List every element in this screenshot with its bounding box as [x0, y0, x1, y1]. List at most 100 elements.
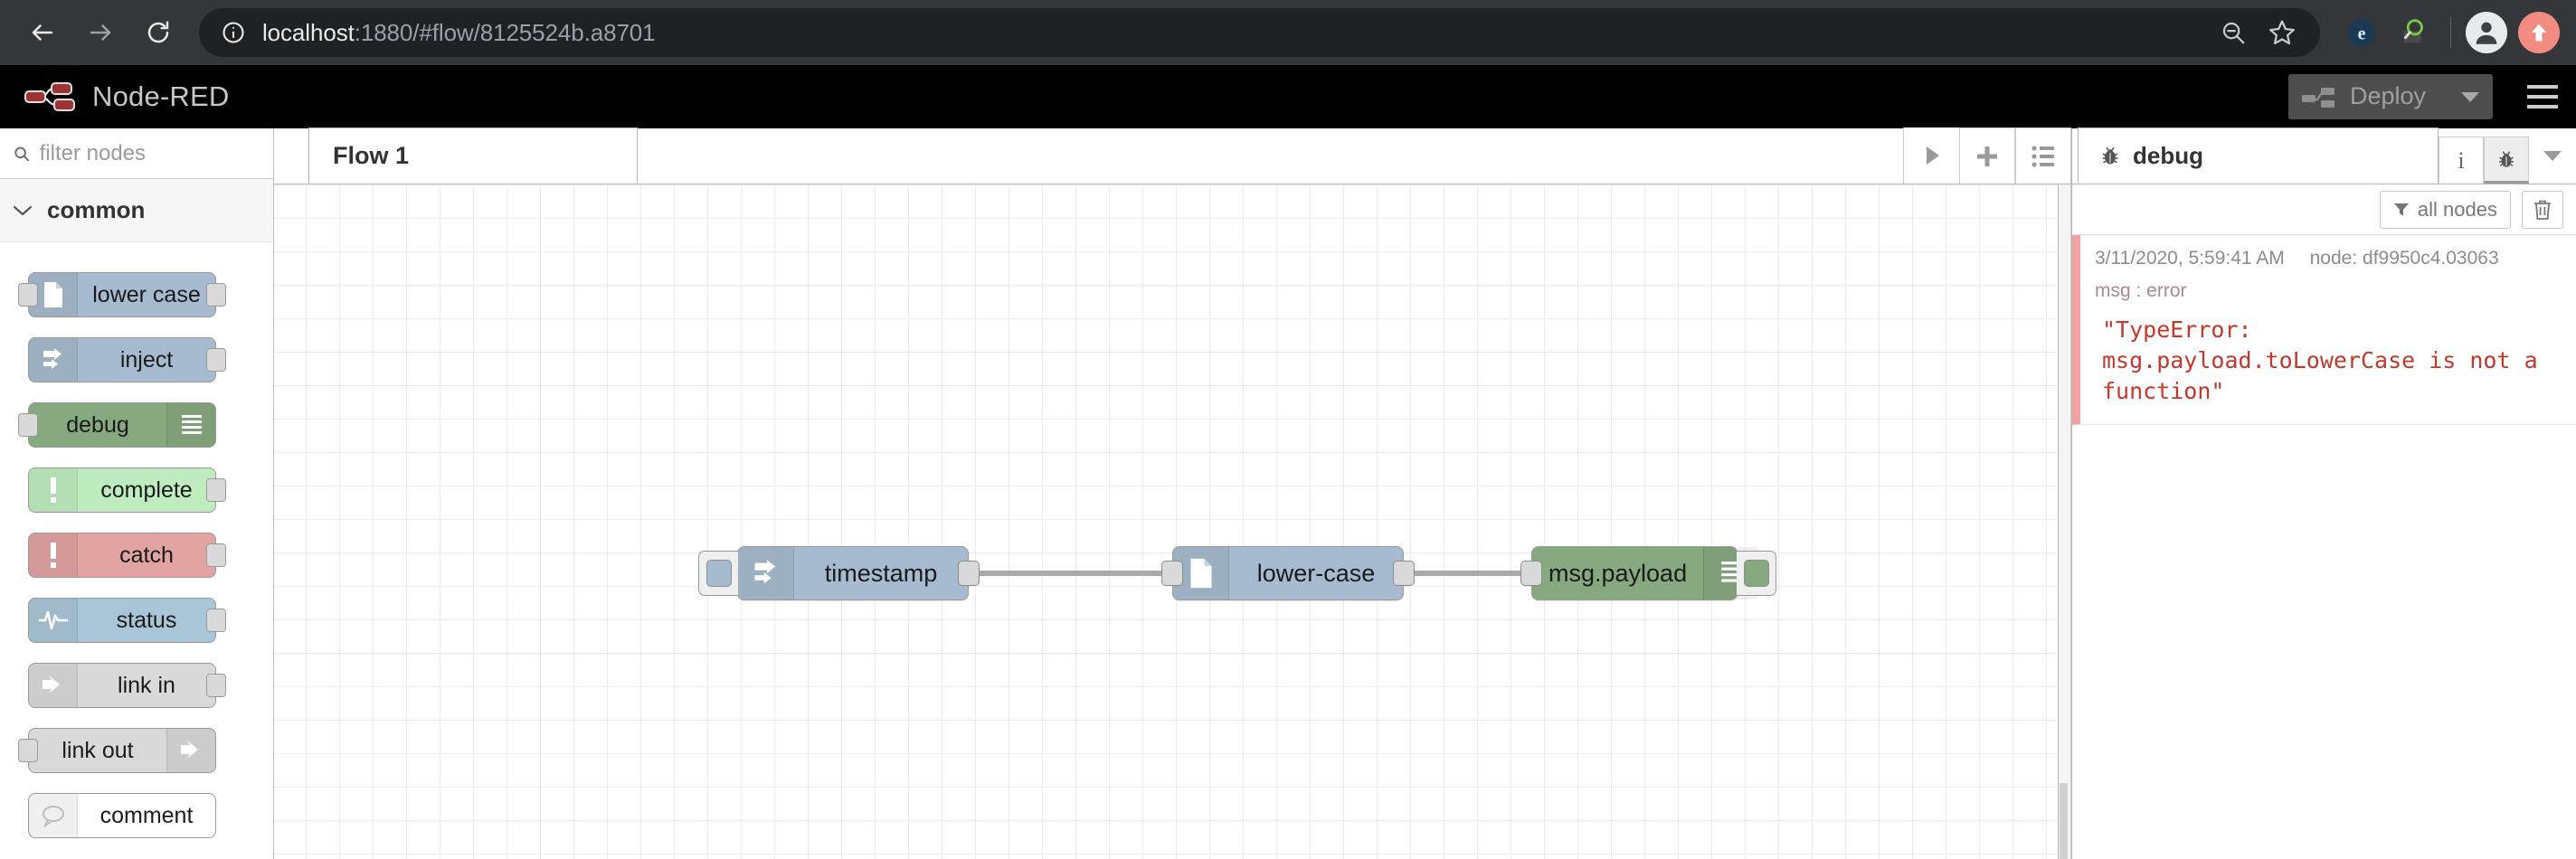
flow-node-label: msg.payload — [1548, 559, 1688, 587]
deploy-label: Deploy — [2349, 82, 2426, 109]
waveform-icon — [29, 599, 78, 642]
palette-item-label: inject — [119, 346, 174, 373]
inject-arrow-icon — [29, 338, 78, 382]
star-bookmark-icon — [2269, 20, 2295, 45]
app-brand[interactable]: Node-RED — [24, 80, 229, 114]
wire-inject-to-lowercase[interactable] — [969, 571, 1172, 576]
sidebar-tabbar: debug i — [2072, 127, 2576, 184]
input-port[interactable] — [1161, 561, 1183, 586]
debug-lines-icon — [166, 403, 215, 447]
node-palette: common lower case — [0, 128, 274, 859]
back-arrow-icon — [32, 24, 53, 41]
forward-button[interactable] — [74, 6, 127, 59]
omnibox-actions — [2210, 9, 2306, 56]
debug-tab-button[interactable] — [2484, 137, 2529, 184]
canvas-scrollbar-thumb[interactable] — [2060, 783, 2068, 859]
sidebar-more-button[interactable] — [2529, 127, 2576, 184]
debug-clear-button[interactable] — [2522, 190, 2563, 229]
palette-item-debug[interactable]: debug — [0, 392, 273, 458]
debug-toggle-button[interactable] — [1737, 551, 1776, 596]
output-port[interactable] — [206, 478, 226, 502]
url-text: localhost:1880/#flow/8125524b.a8701 — [253, 19, 656, 47]
flow-tab-actions — [1903, 127, 2071, 184]
sidebar-tab-debug[interactable]: debug — [2078, 127, 2439, 184]
input-port[interactable] — [18, 739, 38, 762]
output-port[interactable] — [206, 609, 226, 632]
palette-item-status[interactable]: status — [0, 588, 273, 653]
deploy-button[interactable]: Deploy — [2287, 73, 2493, 119]
search-icon — [14, 146, 30, 161]
address-bar[interactable]: localhost:1880/#flow/8125524b.a8701 — [199, 8, 2320, 57]
exclamation-icon — [29, 468, 78, 512]
flow-node-lower-case[interactable]: lower-case — [1161, 546, 1415, 600]
palette-item-link-out[interactable]: link out — [0, 718, 273, 783]
page-info-button[interactable] — [213, 13, 253, 52]
flow-editor: Flow 1 — [274, 127, 2071, 859]
info-tab-button[interactable]: i — [2439, 137, 2484, 184]
output-port[interactable] — [206, 283, 226, 307]
flow-node-inject[interactable]: timestamp — [698, 546, 980, 600]
hamburger-menu-icon — [2527, 94, 2558, 99]
debug-message[interactable]: 3/11/2020, 5:59:41 AM node: df9950c4.030… — [2072, 235, 2576, 426]
profile-button[interactable] — [2466, 12, 2507, 53]
flow-tabbar: Flow 1 — [274, 127, 2071, 184]
palette-item-link-in[interactable]: link in — [0, 653, 273, 718]
back-button[interactable] — [16, 6, 69, 59]
next-tab-button[interactable] — [1903, 127, 1959, 184]
palette-item-label: comment — [99, 802, 194, 828]
palette-item-label: debug — [66, 411, 129, 438]
update-button[interactable] — [2518, 12, 2560, 53]
page-info-icon — [223, 22, 244, 43]
list-flows-button[interactable] — [2015, 127, 2071, 184]
page-search-extension-button[interactable] — [2389, 9, 2436, 56]
debug-sidebar: debug i — [2071, 127, 2576, 859]
flow-node-debug[interactable]: msg.payload — [1520, 546, 1776, 600]
inject-trigger-button[interactable] — [698, 551, 738, 596]
palette-node-list: lower case inject — [0, 242, 273, 859]
trash-icon — [2534, 200, 2551, 220]
app-header: Node-RED Deploy — [0, 65, 2576, 128]
flow-canvas[interactable]: timestamp lower-case msg.payload — [274, 184, 2071, 859]
wire-lowercase-to-debug[interactable] — [1404, 571, 1531, 576]
palette-category-common[interactable]: common — [0, 179, 273, 242]
debug-filter-button[interactable]: all nodes — [2379, 190, 2511, 229]
output-port[interactable] — [206, 543, 226, 567]
link-arrow-icon — [29, 664, 78, 707]
debug-message-list: 3/11/2020, 5:59:41 AM node: df9950c4.030… — [2072, 235, 2576, 859]
input-port[interactable] — [18, 283, 38, 307]
output-port[interactable] — [206, 674, 226, 697]
play-triangle-icon — [1926, 146, 1939, 165]
reload-button[interactable] — [132, 6, 185, 59]
debug-message-body: "TypeError: msg.payload.toLowerCase is n… — [2102, 316, 2538, 404]
palette-scrollbar[interactable] — [265, 244, 271, 841]
palette-item-inject[interactable]: inject — [0, 327, 273, 392]
input-port[interactable] — [18, 413, 38, 437]
canvas-scrollbar[interactable] — [2058, 184, 2070, 859]
palette-item-lower-case[interactable]: lower case — [0, 262, 273, 327]
palette-item-catch[interactable]: catch — [0, 523, 273, 588]
url-path: :1880/#flow/8125524b.a8701 — [354, 18, 656, 46]
svg-text:e: e — [2358, 24, 2366, 44]
output-port[interactable] — [206, 348, 226, 372]
palette-item-complete[interactable]: complete — [0, 458, 273, 523]
main-menu-button[interactable] — [2509, 65, 2576, 128]
toolbar-divider — [2450, 17, 2451, 48]
deploy-dropdown-button[interactable] — [2449, 73, 2489, 119]
zoom-out-button[interactable] — [2210, 9, 2257, 56]
flow-tab-flow-1[interactable]: Flow 1 — [308, 127, 638, 184]
search-input[interactable] — [39, 140, 260, 166]
add-flow-button[interactable] — [1959, 127, 2015, 184]
palette-item-label: catch — [119, 542, 174, 568]
browser-extension-button[interactable]: e — [2338, 9, 2385, 56]
bug-icon — [2499, 151, 2514, 167]
palette-item-label: link in — [118, 672, 175, 698]
bookmark-button[interactable] — [2259, 9, 2306, 56]
palette-item-comment[interactable]: comment — [0, 783, 273, 848]
browser-extension-icon: e — [2347, 18, 2376, 47]
output-port[interactable] — [1393, 561, 1415, 586]
palette-search-row[interactable] — [0, 128, 273, 179]
input-port[interactable] — [1520, 561, 1542, 586]
debug-filter-label: all nodes — [2417, 197, 2497, 221]
output-port[interactable] — [958, 561, 980, 586]
zoom-out-icon — [2222, 22, 2245, 44]
